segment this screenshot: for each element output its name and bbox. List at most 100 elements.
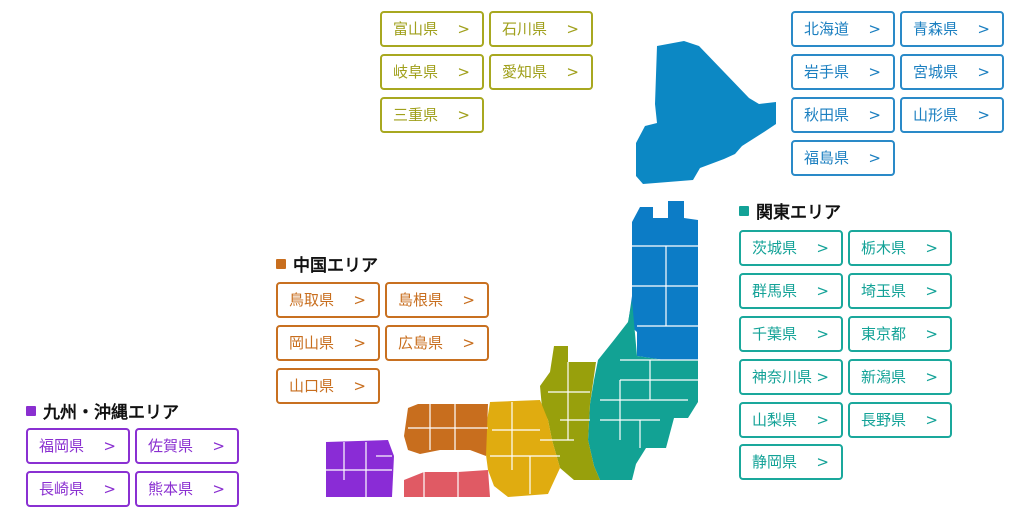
shikoku-region[interactable] <box>404 470 490 497</box>
pref-label: 北海道 <box>804 19 850 38</box>
chevron-right-icon: > <box>816 452 829 471</box>
pref-button-fukushima[interactable]: 福島県 > <box>791 140 895 176</box>
pref-label: 神奈川県 <box>752 367 813 386</box>
chevron-right-icon: > <box>925 367 938 386</box>
chugoku-region[interactable] <box>404 404 488 456</box>
pref-button-hiroshima[interactable]: 広島県 > <box>385 325 489 361</box>
pref-button-chiba[interactable]: 千葉県 > <box>739 316 843 352</box>
chevron-right-icon: > <box>462 290 475 309</box>
pref-button-yamaguchi[interactable]: 山口県 > <box>276 368 380 404</box>
chevron-right-icon: > <box>977 19 990 38</box>
chubu-region[interactable] <box>540 346 600 480</box>
pref-button-hokkaido[interactable]: 北海道 > <box>791 11 895 47</box>
pref-label: 群馬県 <box>752 281 798 300</box>
pref-label: 秋田県 <box>804 105 850 124</box>
chevron-right-icon: > <box>925 410 938 429</box>
pref-button-shizuoka[interactable]: 静岡県 > <box>739 444 843 480</box>
kanto-region[interactable] <box>588 300 698 480</box>
pref-label: 静岡県 <box>752 452 798 471</box>
chevron-right-icon: > <box>353 376 366 395</box>
pref-label: 鳥取県 <box>289 290 335 309</box>
chevron-right-icon: > <box>103 436 116 455</box>
kyushu-square-icon <box>26 405 36 416</box>
pref-label: 山形県 <box>913 105 959 124</box>
pref-button-tottori[interactable]: 鳥取県 > <box>276 282 380 318</box>
pref-button-okayama[interactable]: 岡山県> <box>276 325 380 361</box>
pref-button-gifu[interactable]: 岐阜県 > <box>380 54 484 90</box>
pref-label: 島根県 <box>398 290 444 309</box>
pref-label: 熊本県 <box>148 479 194 498</box>
chevron-right-icon: > <box>566 19 579 38</box>
pref-label: 佐賀県 <box>148 436 194 455</box>
heading-text: 中国エリア <box>293 256 378 276</box>
chevron-right-icon: > <box>868 62 881 81</box>
chevron-right-icon: > <box>462 333 475 352</box>
pref-button-yamanashi[interactable]: 山梨県> <box>739 402 843 438</box>
chevron-right-icon: > <box>868 148 881 167</box>
pref-button-fukuoka[interactable]: 福岡県> <box>26 428 130 464</box>
pref-label: 岩手県 <box>804 62 850 81</box>
pref-button-saga[interactable]: 佐賀県 > <box>135 428 239 464</box>
pref-button-ibaraki[interactable]: 茨城県 > <box>739 230 843 266</box>
chevron-right-icon: > <box>816 410 829 429</box>
chevron-right-icon: > <box>212 479 225 498</box>
chevron-right-icon: > <box>353 290 366 309</box>
chevron-right-icon: > <box>868 105 881 124</box>
kanto-square-icon <box>739 205 749 216</box>
chevron-right-icon: > <box>925 238 938 257</box>
pref-label: 愛知県 <box>502 62 548 81</box>
pref-label: 広島県 <box>398 333 444 352</box>
pref-button-aomori[interactable]: 青森県> <box>900 11 1004 47</box>
pref-label: 山口県 <box>289 376 335 395</box>
chugoku-square-icon <box>276 258 286 269</box>
hokkaido-region[interactable] <box>636 41 776 184</box>
pref-button-toyama[interactable]: 富山県 > <box>380 11 484 47</box>
pref-button-miyagi[interactable]: 宮城県> <box>900 54 1004 90</box>
chugoku-area-heading: 中国エリア <box>276 251 378 276</box>
chevron-right-icon: > <box>977 105 990 124</box>
pref-button-nagasaki[interactable]: 長崎県> <box>26 471 130 507</box>
pref-button-nagano[interactable]: 長野県 > <box>848 402 952 438</box>
pref-button-iwate[interactable]: 岩手県 > <box>791 54 895 90</box>
chevron-right-icon: > <box>816 281 829 300</box>
kinki-region[interactable] <box>484 400 560 497</box>
pref-label: 茨城県 <box>752 238 798 257</box>
tohoku-region[interactable] <box>628 201 698 360</box>
pref-label: 千葉県 <box>752 324 798 343</box>
pref-label: 長野県 <box>861 410 907 429</box>
chevron-right-icon: > <box>816 324 829 343</box>
pref-label: 宮城県 <box>913 62 959 81</box>
pref-button-shimane[interactable]: 島根県 > <box>385 282 489 318</box>
pref-label: 岡山県 <box>289 333 335 352</box>
pref-button-gunma[interactable]: 群馬県 > <box>739 273 843 309</box>
pref-label: 富山県 <box>393 19 439 38</box>
pref-button-aichi[interactable]: 愛知県 > <box>489 54 593 90</box>
chevron-right-icon: > <box>566 62 579 81</box>
kyushu-area-heading: 九州・沖縄エリア <box>26 398 179 423</box>
pref-button-saitama[interactable]: 埼玉県 > <box>848 273 952 309</box>
chevron-right-icon: > <box>457 62 470 81</box>
pref-button-tokyo[interactable]: 東京都> <box>848 316 952 352</box>
chevron-right-icon: > <box>212 436 225 455</box>
chevron-right-icon: > <box>816 238 829 257</box>
pref-label: 埼玉県 <box>861 281 907 300</box>
chevron-right-icon: > <box>457 105 470 124</box>
chevron-right-icon: > <box>868 19 881 38</box>
pref-button-mie[interactable]: 三重県> <box>380 97 484 133</box>
pref-button-yamagata[interactable]: 山形県 > <box>900 97 1004 133</box>
pref-button-akita[interactable]: 秋田県 > <box>791 97 895 133</box>
pref-button-ishikawa[interactable]: 石川県> <box>489 11 593 47</box>
kyushu-region[interactable] <box>326 440 394 497</box>
pref-button-kanagawa[interactable]: 神奈川県> <box>739 359 843 395</box>
heading-text: 九州・沖縄エリア <box>43 403 179 423</box>
chevron-right-icon: > <box>925 281 938 300</box>
pref-label: 福島県 <box>804 148 850 167</box>
chevron-right-icon: > <box>457 19 470 38</box>
pref-button-kumamoto[interactable]: 熊本県 > <box>135 471 239 507</box>
pref-label: 岐阜県 <box>393 62 439 81</box>
pref-button-niigata[interactable]: 新潟県> <box>848 359 952 395</box>
pref-button-tochigi[interactable]: 栃木県 > <box>848 230 952 266</box>
chevron-right-icon: > <box>925 324 938 343</box>
pref-label: 栃木県 <box>861 238 907 257</box>
